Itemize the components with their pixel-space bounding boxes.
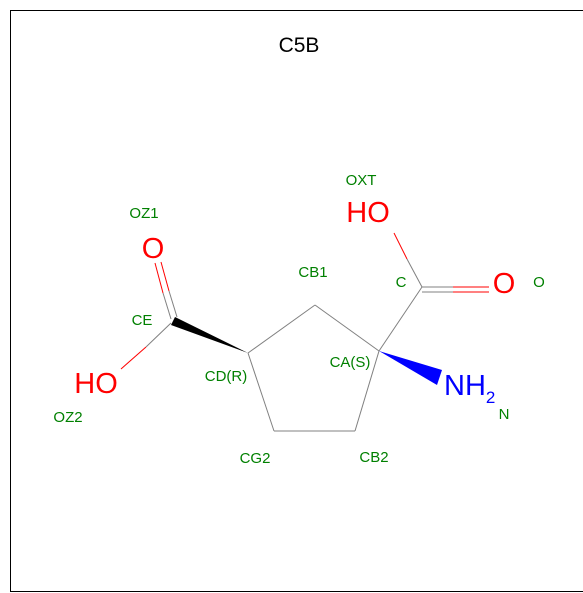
bond-ce-oz1-b <box>168 290 178 318</box>
atom-label-cd: CD(R) <box>205 368 248 385</box>
bond-ce-oz1-a <box>162 292 172 320</box>
bond-cd-cb1 <box>247 304 316 354</box>
carbonyl-top-label: O <box>142 233 165 265</box>
atom-label-c: C <box>396 274 407 291</box>
bond-cg2-cd <box>247 352 275 432</box>
atom-label-cb2: CB2 <box>359 449 388 466</box>
amine-subscript: 2 <box>486 388 495 407</box>
bond-ce-oz2 <box>145 322 172 348</box>
atom-label-oz2: OZ2 <box>53 409 82 426</box>
carboxyl-left-bonds <box>120 261 248 370</box>
bond-c-oxt-red <box>393 232 408 260</box>
bond-ce-oz1-b-red <box>160 261 170 292</box>
hydroxyl-top-label: HO <box>346 197 390 229</box>
amine-main: NH <box>444 370 486 402</box>
wedge-ca-n <box>379 351 442 385</box>
diagram-frame: C5B <box>10 10 583 592</box>
atom-label-ce: CE <box>132 312 153 329</box>
diagram-title: C5B <box>279 34 320 57</box>
ring-bonds <box>247 304 380 432</box>
bond-ca-c <box>378 286 423 352</box>
atom-label-cg2: CG2 <box>240 450 271 467</box>
molecule-diagram: C5B <box>53 34 544 467</box>
atom-label-oxt: OXT <box>346 172 377 189</box>
atom-label-ca: CA(S) <box>330 354 371 371</box>
amine-label: NH2 <box>444 370 495 407</box>
bond-ce-oz1-a-red <box>154 262 164 294</box>
bond-c-oxt <box>406 258 423 288</box>
bond-cb1-ca <box>314 304 380 352</box>
atom-label-cb1: CB1 <box>298 264 327 281</box>
atom-label-n: N <box>499 406 510 423</box>
atom-label-oz1: OZ1 <box>129 205 158 222</box>
atom-label-o: O <box>533 274 545 291</box>
carbonyl-right-label: O <box>493 268 516 300</box>
bond-ca-cb2 <box>354 350 380 432</box>
hydroxyl-left-label: HO <box>74 368 118 400</box>
bond-ce-oz2-red <box>120 346 147 370</box>
atom-labels: OXT OZ1 CB1 C O CE CA(S) CD(R) OZ2 N CG2… <box>53 172 544 467</box>
wedge-cd-ce <box>171 317 248 353</box>
carboxyl-right-bonds <box>378 232 489 352</box>
